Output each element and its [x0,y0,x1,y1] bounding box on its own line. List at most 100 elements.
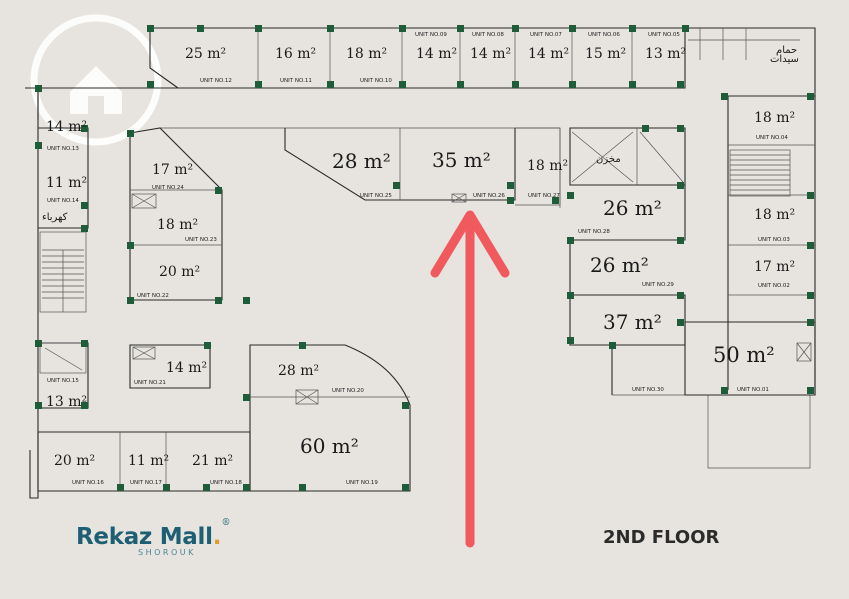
column-65 [642,125,649,132]
unit-number-u01: UNIT NO.01 [737,387,769,393]
unit-area-u23: 18 m² [157,217,198,233]
column-22 [81,202,88,209]
column-24 [35,340,42,347]
column-2 [255,25,262,32]
column-10 [147,81,154,88]
column-61 [807,292,814,299]
column-6 [512,25,519,32]
column-33 [243,297,250,304]
unit-area-u17: 11 m² [128,453,169,469]
column-9 [682,25,689,32]
column-55 [609,342,616,349]
unit-number-u21: UNIT NO.21 [134,380,166,386]
unit-number-u30: UNIT NO.30 [632,387,664,393]
unit-area-u21: 14 m² [166,360,207,376]
unit-number-u22: UNIT NO.22 [137,293,169,299]
unit-area-u24: 17 m² [152,162,193,178]
unit-area-u07: 14 m² [528,46,569,62]
unit-number-u26: UNIT NO.26 [473,193,505,199]
unit-number-u05: UNIT NO.05 [648,32,680,38]
column-30 [127,242,134,249]
unit-area-u04: 18 m² [754,110,795,126]
unit-number-u17: UNIT NO.17 [130,480,162,486]
unit-number-u15: UNIT NO.15 [47,378,79,384]
column-11 [255,81,262,88]
watermark-logo [30,14,162,146]
column-0 [147,25,154,32]
unit-area-u20: 28 m² [278,363,319,379]
column-56 [677,319,684,326]
column-58 [807,93,814,100]
unit-number-u14: UNIT NO.14 [47,198,79,204]
column-15 [512,81,519,88]
electricity-label: كهرباء [42,212,68,223]
unit-number-u25: UNIT NO.25 [360,193,392,199]
unit-number-u06: UNIT NO.06 [588,32,620,38]
womens-restroom-label-1: حمام [776,45,797,56]
unit-area-u11: 16 m² [275,46,316,62]
column-66 [677,125,684,132]
direction-arrow [430,210,510,548]
column-41 [203,484,210,491]
column-54 [567,337,574,344]
column-31 [127,297,134,304]
column-27 [81,402,88,409]
unit-area-u10: 18 m² [346,46,387,62]
unit-area-u02: 17 m² [754,259,795,275]
unit-number-u13: UNIT NO.13 [47,146,79,152]
unit-number-u23: UNIT NO.23 [185,237,217,243]
column-32 [215,297,222,304]
column-62 [807,319,814,326]
brand-logo: Rekaz Mall.® SHOROUK [76,518,276,557]
unit-number-u02: UNIT NO.02 [758,283,790,289]
column-46 [507,197,514,204]
unit-number-u09: UNIT NO.09 [415,32,447,38]
column-60 [807,242,814,249]
column-21 [35,142,42,149]
column-3 [327,25,334,32]
shaft-boxes [39,193,812,405]
column-39 [299,484,306,491]
unit-number-u12: UNIT NO.12 [200,78,232,84]
column-37 [402,402,409,409]
unit-area-u22: 20 m² [159,264,200,280]
unit-area-u26: 35 m² [432,148,491,172]
womens-restroom-label-2: سيدات [770,54,799,65]
column-17 [629,81,636,88]
unit-number-u18: UNIT NO.18 [210,480,242,486]
unit-number-u04: UNIT NO.04 [756,135,788,141]
column-45 [507,182,514,189]
unit-area-u15: 13 m² [46,394,87,410]
unit-area-u27: 18 m² [527,158,568,174]
unit-number-u29: UNIT NO.29 [642,282,674,288]
floor-title: 2ND FLOOR [603,527,720,548]
column-8 [629,25,636,32]
column-50 [567,237,574,244]
unit-area-u19: 60 m² [300,434,359,458]
unit-area-u01: 50 m² [713,343,775,367]
column-47 [552,197,559,204]
column-42 [163,484,170,491]
column-57 [721,93,728,100]
unit-area-u14: 11 m² [46,175,87,191]
column-38 [402,484,409,491]
column-1 [197,25,204,32]
column-64 [721,387,728,394]
unit-number-u28: UNIT NO.28 [578,229,610,235]
unit-number-u07: UNIT NO.07 [530,32,562,38]
unit-area-u25: 28 m² [332,149,391,173]
unit-number-u27: UNIT NO.27 [528,193,560,199]
column-34 [204,342,211,349]
unit-number-u24: UNIT NO.24 [152,185,184,191]
column-19 [35,85,42,92]
unit-area-u29: 26 m² [590,253,649,277]
column-4 [399,25,406,32]
unit-area-u13: 14 m² [46,119,87,135]
unit-area-u06: 15 m² [585,46,626,62]
column-28 [127,130,134,137]
column-49 [677,182,684,189]
column-43 [117,484,124,491]
column-12 [327,81,334,88]
staircase-left [39,231,87,313]
